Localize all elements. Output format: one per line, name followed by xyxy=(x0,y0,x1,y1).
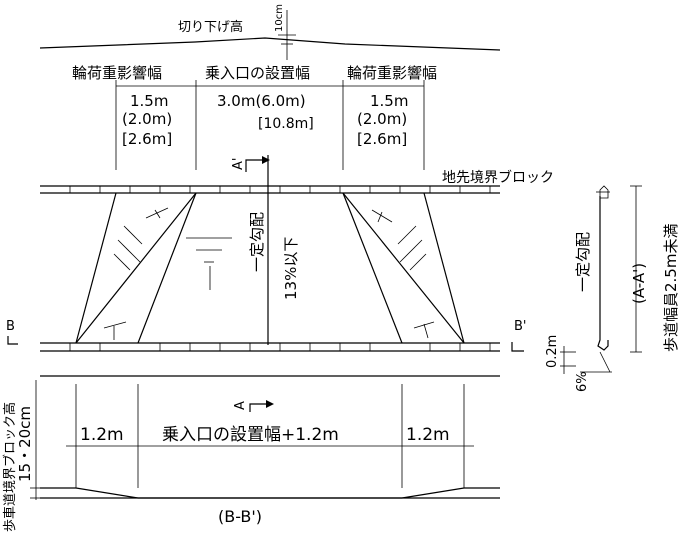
cut-height-value: 10cm xyxy=(274,4,285,32)
section-a-bottom-label: A xyxy=(233,401,248,410)
cut-height-label: 切り下げ高 xyxy=(178,19,243,35)
left-width-2: (2.0m) xyxy=(122,110,172,128)
section-b-left-mark: B xyxy=(6,319,18,345)
center-width-2: [10.8m] xyxy=(258,116,314,132)
block-height-label: 歩車道境界ブロック高 xyxy=(2,402,18,532)
section-a-bottom-mark: A xyxy=(233,400,274,412)
top-width-labels: 輪荷重影響幅 乗入口の設置幅 輪荷重影響幅 1.5m (2.0m) [2.6m]… xyxy=(72,64,437,170)
cut-profile-line xyxy=(39,37,501,51)
right-wing-hatch xyxy=(371,209,435,339)
section-b-left-label: B xyxy=(6,319,15,334)
section-b-view: 1.2m 乗入口の設置幅+1.2m 1.2m 歩車道境界ブロック高 15・20c… xyxy=(2,380,500,532)
boundary-block-label: 地先境界ブロック xyxy=(442,169,554,186)
section-a-top-label: A' xyxy=(231,158,246,170)
section-a-constant-slope: 一定勾配 xyxy=(574,232,592,292)
left-width-3: [2.6m] xyxy=(122,130,172,148)
right-width-2: (2.0m) xyxy=(357,110,407,128)
section-a-drop: 0.2m xyxy=(545,335,560,368)
plan-grade-limit: 13%以下 xyxy=(282,237,300,300)
section-a-view: 一定勾配 (A-A') 歩道幅員2.5m未満 0.2m 6% xyxy=(545,185,680,392)
slope-symbol xyxy=(186,237,232,290)
section-a-curb xyxy=(597,196,609,351)
section-a-title: (A-A') xyxy=(630,263,648,304)
right-width-1: 1.5m xyxy=(370,92,408,110)
right-width-3: [2.6m] xyxy=(357,130,407,148)
sidewalk-width-label: 歩道幅員2.5m未満 xyxy=(662,224,680,352)
entry-width-label: 乗入口の設置幅 xyxy=(205,64,310,82)
load-width-right-label: 輪荷重影響幅 xyxy=(347,64,437,82)
left-wing-hatch xyxy=(103,207,169,340)
left-width-1: 1.5m xyxy=(130,92,168,110)
section-b-center-dim: 乗入口の設置幅+1.2m xyxy=(162,425,339,445)
boundary-block-ticks xyxy=(69,186,491,193)
block-height-value: 15・20cm xyxy=(16,406,34,482)
section-b-profile-top xyxy=(40,487,500,499)
plan-constant-slope: 一定勾配 xyxy=(248,212,266,272)
section-b-right-mark: B' xyxy=(511,319,527,352)
cut-profile: 切り下げ高 10cm xyxy=(39,4,501,60)
section-b-right-label: B' xyxy=(514,319,527,334)
section-b-left-dim: 1.2m xyxy=(80,425,124,445)
section-b-title: (B-B') xyxy=(218,507,262,526)
plan-view: 地先境界ブロック xyxy=(6,155,554,412)
section-b-right-dim: 1.2m xyxy=(406,425,450,445)
curb-block-ticks xyxy=(69,343,491,351)
center-width-1: 3.0m(6.0m) xyxy=(217,92,306,110)
load-width-left-label: 輪荷重影響幅 xyxy=(72,64,162,82)
section-a-slope: 6% xyxy=(575,371,590,392)
